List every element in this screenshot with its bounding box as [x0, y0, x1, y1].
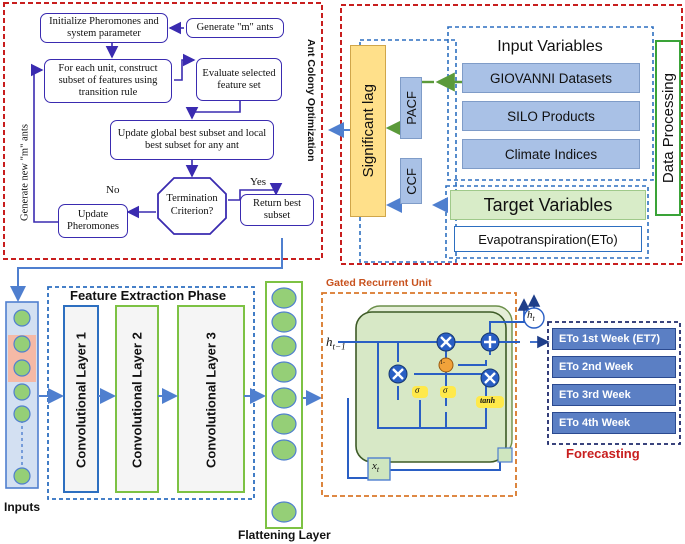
forecast-week-3: ETo 3rd Week [552, 384, 676, 406]
target-frame [445, 185, 649, 259]
significant-lag-box: Significant lag [350, 45, 386, 217]
aco-title: Ant Colony Optimization [305, 38, 317, 162]
evaluate-box: Evaluate selected feature set [196, 58, 282, 101]
forecast-week-1: ETo 1st Week (ET7) [552, 328, 676, 350]
init-pheromones-label: Initialize Pheromones and system paramet… [49, 16, 159, 39]
conv-layer-3-box [177, 305, 245, 493]
pacf-label: PACF [403, 91, 419, 125]
h-prev-label: ht−1 [326, 334, 346, 352]
gru-operators [388, 332, 504, 408]
aco-frame [3, 2, 323, 260]
return-best-box: Return best subset [240, 194, 314, 226]
init-pheromones-box: Initialize Pheromones and system paramet… [40, 13, 168, 43]
forecast-week-2: ETo 2nd Week [552, 356, 676, 378]
ccf-label: CCF [403, 167, 419, 195]
update-pheromones-box: Update Pheromones [58, 204, 128, 238]
construct-subset-label: For each unit, construct subset of featu… [58, 63, 158, 98]
data-processing-label: Data Processing [659, 72, 677, 184]
conv-layer-2-label: Convolutional Layer 2 [129, 332, 145, 468]
ht-label: ht [527, 309, 535, 323]
flattening-label: Flattening Layer [238, 528, 331, 542]
ht-bubble [523, 307, 545, 329]
sigma-label-2: σ [443, 385, 448, 395]
construct-subset-box: For each unit, construct subset of featu… [44, 59, 172, 103]
forecasting-label: Forecasting [566, 446, 640, 461]
gru-cell [355, 311, 507, 463]
return-best-label: Return best subset [252, 198, 302, 221]
evaluate-label: Evaluate selected feature set [202, 67, 276, 91]
tanh-label: tanh [480, 396, 496, 405]
forecast-frame [547, 321, 681, 445]
feature-extraction-title: Feature Extraction Phase [70, 288, 227, 303]
processing-frame [340, 4, 683, 265]
ht-symbol: h [527, 309, 533, 321]
xt-box-small [497, 447, 513, 463]
input-frame [447, 26, 654, 181]
conv-layer-3-label: Convolutional Layer 3 [203, 332, 219, 468]
generate-new-ants-label: Generate new "m" ants [19, 124, 31, 222]
h-prev-symbol: h [326, 334, 333, 349]
input-item-giovanni: GIOVANNI Datasets [462, 63, 640, 93]
yes-label: Yes [250, 176, 267, 188]
inputs-label: Inputs [4, 500, 40, 514]
generate-ants-label: Generate "m" ants [196, 22, 274, 33]
input-variables-title: Input Variables [497, 38, 603, 55]
target-variables-title: Target Variables [450, 190, 646, 220]
termination-label: Termination Criterion? [166, 193, 218, 217]
xt-box [367, 457, 391, 481]
significant-lag-label: Significant lag [359, 84, 377, 178]
conv-layer-1-box [63, 305, 99, 493]
xt-symbol: x [372, 460, 377, 472]
h-prev-sub: t−1 [332, 341, 346, 352]
update-pheromones-label: Update Pheromones [67, 209, 119, 232]
gru-frame [321, 292, 517, 497]
evapotranspiration-label: Evapotranspiration(ETo) [478, 231, 618, 247]
conv-layer-1-label: Convolutional Layer 1 [73, 332, 89, 468]
input-item-silo: SILO Products [462, 101, 640, 131]
data-processing-box: Data Processing [655, 40, 681, 216]
xt-label: xt [372, 460, 379, 474]
input-item-climate: Climate Indices [462, 139, 640, 169]
termination-octagon [157, 177, 227, 235]
target-variables-label: Target Variables [483, 194, 613, 215]
gru-title: Gated Recurrent Unit [326, 277, 432, 289]
xt-sub: t [376, 465, 380, 475]
sigma-label-1: σ [415, 385, 420, 395]
ht-sub: t [532, 314, 535, 324]
one-minus-label: 1- [440, 360, 445, 366]
conv-layer-2-box [115, 305, 159, 493]
update-global-box: Update global best subset and local best… [110, 120, 274, 160]
generate-ants-box: Generate "m" ants [186, 18, 284, 38]
evapotranspiration-box: Evapotranspiration(ETo) [454, 226, 642, 252]
update-global-label: Update global best subset and local best… [117, 128, 267, 151]
no-label: No [106, 184, 120, 196]
forecast-week-4: ETo 4th Week [552, 412, 676, 434]
ccf-box: CCF [400, 158, 422, 204]
pacf-box: PACF [400, 77, 422, 139]
